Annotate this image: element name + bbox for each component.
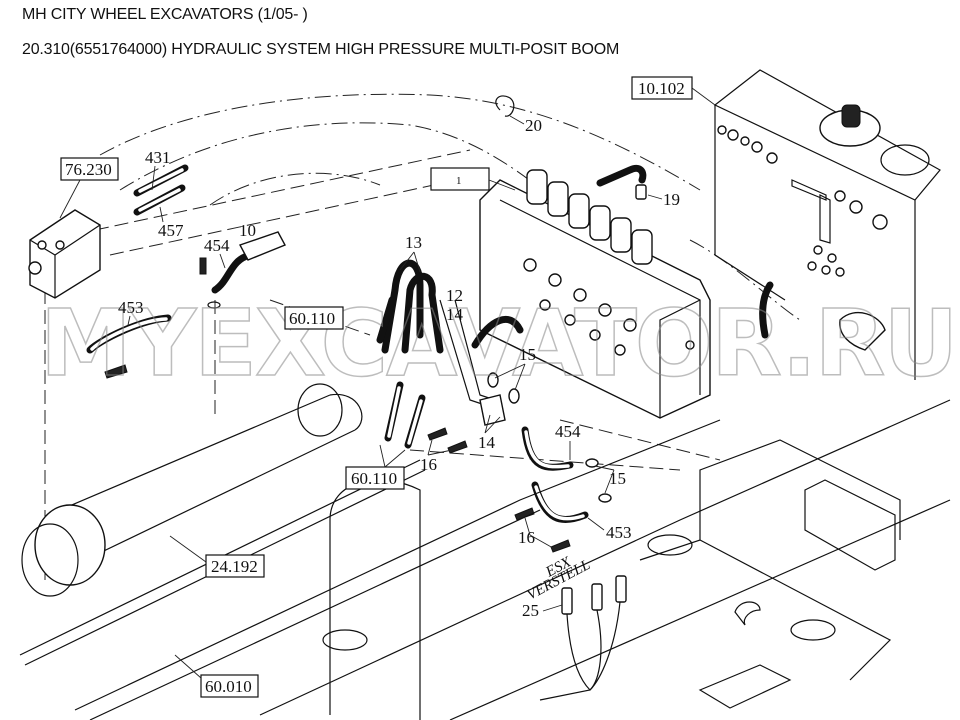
callout-25: 25 (522, 601, 539, 620)
hydraulic-tank (713, 69, 941, 380)
callout-453-left: 453 (118, 298, 144, 317)
svg-text:60.110: 60.110 (351, 469, 397, 488)
svg-text:60.010: 60.010 (205, 677, 252, 696)
valve-ports (523, 258, 695, 356)
callout-457: 457 (158, 221, 184, 240)
hose-454-453-right (514, 426, 612, 553)
svg-text:76.230: 76.230 (65, 160, 112, 179)
ref-box-1[interactable]: 1 (430, 167, 516, 191)
ref-box-10-102[interactable]: 10.102 (631, 76, 716, 106)
callout-10: 10 (239, 221, 256, 240)
callout-14-bottom: 14 (478, 433, 496, 452)
diagram-title: MH CITY WHEEL EXCAVATORS (1/05- ) (22, 6, 308, 23)
callout-19: 19 (663, 190, 680, 209)
main-control-valve (479, 169, 711, 419)
svg-text:10.102: 10.102 (638, 79, 685, 98)
fittings-top (495, 95, 647, 200)
hoses-front (384, 372, 520, 454)
tubes-12-14 (439, 299, 524, 426)
boom-cylinder (21, 383, 363, 597)
tank-fittings (717, 125, 888, 277)
ref-box-24-192[interactable]: 24.192 (169, 535, 265, 578)
watermark: MYEXCAVATOR.RU (40, 290, 956, 397)
hoses-431-457 (133, 164, 189, 216)
callout-16-left: 16 (420, 455, 437, 474)
callout-453-right: 453 (606, 523, 632, 542)
callout-15-top: 15 (519, 345, 536, 364)
svg-text:1: 1 (456, 175, 462, 187)
relief-valve-block (28, 209, 101, 299)
diagram-subtitle: 20.310(6551764000) HYDRAULIC SYSTEM HIGH… (22, 41, 620, 58)
callout-454-left: 454 (204, 236, 230, 255)
ref-box-60-110-a[interactable]: 60.110 (284, 306, 344, 330)
pipe-454-bracket-10 (199, 231, 286, 309)
ref-box-60-010[interactable]: 60.010 (174, 654, 259, 698)
pressure-sensors-25 (539, 575, 627, 701)
svg-text:24.192: 24.192 (211, 557, 258, 576)
callout-14-top: 14 (446, 305, 464, 324)
callout-13: 13 (405, 233, 422, 252)
hose-453-left (86, 314, 172, 379)
callout-431: 431 (145, 148, 171, 167)
callout-20: 20 (525, 116, 542, 135)
callout-12: 12 (446, 286, 463, 305)
callout-15-bottom: 15 (609, 469, 626, 488)
callout-454-right: 454 (555, 422, 581, 441)
callout-16-right: 16 (518, 528, 535, 547)
hoses-13 (376, 259, 444, 354)
routing-lines (44, 93, 801, 580)
valve-solenoids (526, 169, 653, 265)
ref-box-76-230[interactable]: 76.230 (59, 157, 119, 219)
ref-box-60-110-b[interactable]: 60.110 (345, 444, 406, 490)
svg-text:60.110: 60.110 (289, 309, 335, 328)
